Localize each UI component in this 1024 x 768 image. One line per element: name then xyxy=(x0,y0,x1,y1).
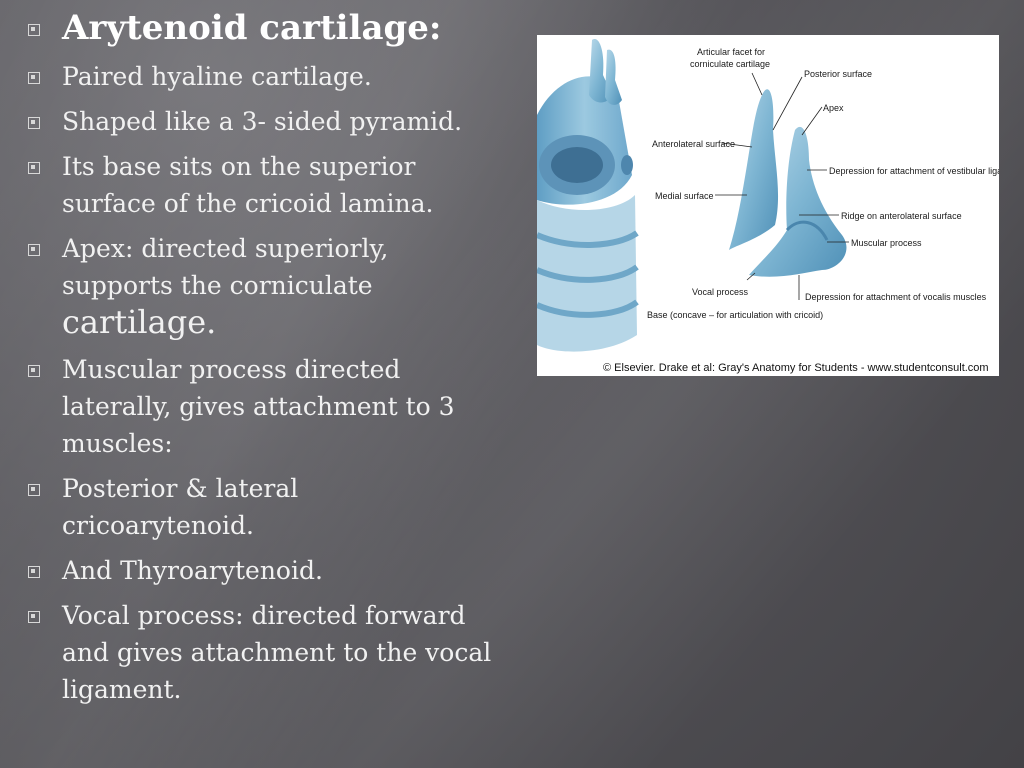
slide-heading: Arytenoid cartilage: xyxy=(22,6,522,50)
bullet-marker-icon xyxy=(28,566,40,578)
bullet-marker-icon xyxy=(28,24,40,36)
bullet-marker-icon xyxy=(28,162,40,174)
arytenoid-anatomy-figure: Articular facet for corniculate cartilag… xyxy=(537,35,999,376)
bullet-text: Vocal process: directed forward and give… xyxy=(62,601,492,704)
label-base: Base (concave – for articulation with cr… xyxy=(647,310,823,320)
bullet-marker-icon xyxy=(28,484,40,496)
label-articular-facet-line1: Articular facet for xyxy=(697,47,765,57)
bullet-text: Its base sits on the superior surface of… xyxy=(62,152,434,218)
label-articular-facet-line2: corniculate cartilage xyxy=(690,59,770,69)
anatomy-illustration: Articular facet for corniculate cartilag… xyxy=(537,39,999,374)
label-vocal-process: Vocal process xyxy=(692,287,749,297)
leader-lines xyxy=(715,72,849,300)
bullet-marker-icon xyxy=(28,117,40,129)
bullet-marker-icon xyxy=(28,365,40,377)
bullet-text: Posterior & lateral cricoarytenoid. xyxy=(62,474,299,540)
bullet-text-large: cartilage. xyxy=(62,303,217,341)
bullet-text: Muscular process directed laterally, giv… xyxy=(62,355,455,458)
slide-text-content: Arytenoid cartilage: Paired hyaline cart… xyxy=(22,6,522,716)
label-apex: Apex xyxy=(823,103,844,113)
heading-text: Arytenoid cartilage: xyxy=(62,8,442,48)
bullet-marker-icon xyxy=(28,611,40,623)
bullet-item: Apex: directed superiorly, supports the … xyxy=(22,230,522,343)
label-ridge: Ridge on anterolateral surface xyxy=(841,211,962,221)
label-depression-vocalis: Depression for attachment of vocalis mus… xyxy=(805,292,987,302)
bullet-marker-icon xyxy=(28,244,40,256)
figure-credit: © Elsevier. Drake et al: Gray's Anatomy … xyxy=(603,362,989,374)
bullet-item: Shaped like a 3- sided pyramid. xyxy=(22,103,522,140)
bullet-text: Paired hyaline cartilage. xyxy=(62,62,372,91)
ridge-line xyxy=(785,220,829,241)
bullet-marker-icon xyxy=(28,72,40,84)
bullet-item: Its base sits on the superior surface of… xyxy=(22,148,522,222)
bullet-item: Posterior & lateral cricoarytenoid. xyxy=(22,470,522,544)
bullet-item: Muscular process directed laterally, giv… xyxy=(22,351,522,462)
label-posterior-surface: Posterior surface xyxy=(804,69,872,79)
label-muscular-process: Muscular process xyxy=(851,238,922,248)
label-medial-surface: Medial surface xyxy=(655,191,714,201)
label-anterolateral-surface: Anterolateral surface xyxy=(652,139,735,149)
bullet-item: And Thyroarytenoid. xyxy=(22,552,522,589)
arytenoid-lateral-view xyxy=(749,126,847,277)
bullet-text-block: Apex: directed superiorly, supports the … xyxy=(62,230,482,343)
larynx-drawing xyxy=(537,39,639,352)
bullet-text: And Thyroarytenoid. xyxy=(62,556,323,585)
label-depression-vestibular: Depression for attachment of vestibular … xyxy=(829,166,999,176)
bullet-text: Apex: directed superiorly, supports the … xyxy=(62,234,389,300)
arytenoid-medial-view xyxy=(729,89,779,250)
bullet-text: Shaped like a 3- sided pyramid. xyxy=(62,107,463,136)
bullet-item: Vocal process: directed forward and give… xyxy=(22,597,522,708)
bullet-item: Paired hyaline cartilage. xyxy=(22,58,522,95)
